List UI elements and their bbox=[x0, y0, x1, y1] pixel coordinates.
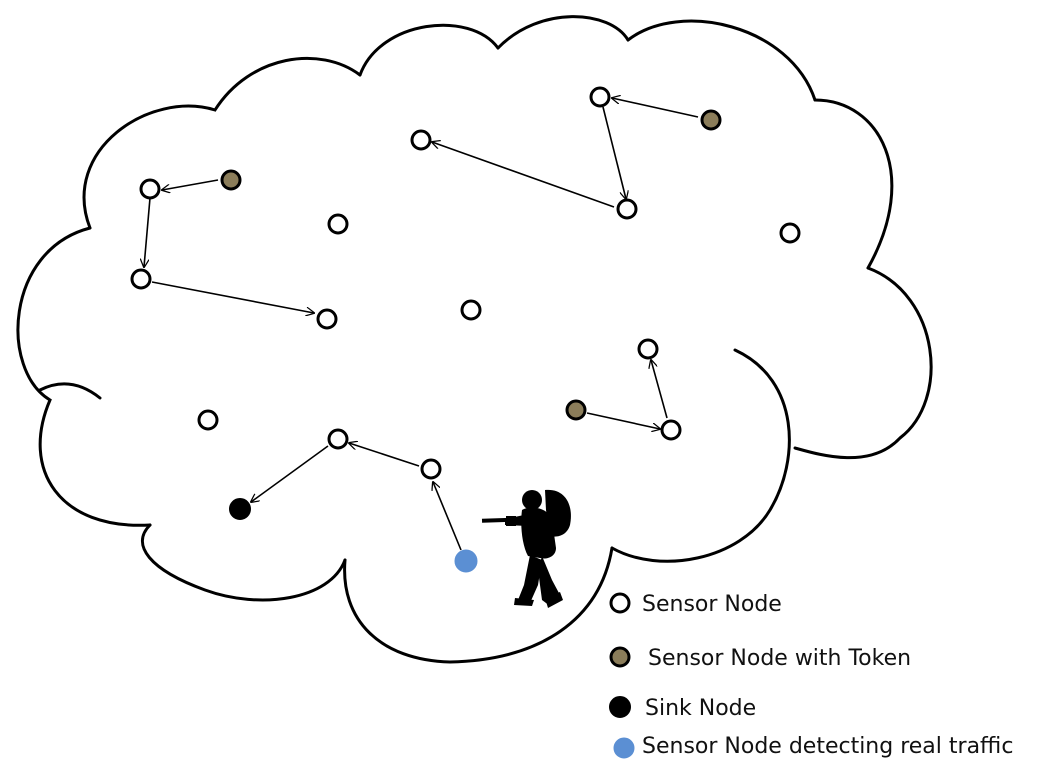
edge bbox=[433, 482, 462, 551]
legend-sensor-label: Sensor Node bbox=[642, 592, 782, 617]
edge bbox=[349, 443, 420, 467]
sensor-node bbox=[197, 409, 219, 431]
legend-detecting-label: Sensor Node detecting real traffic bbox=[642, 734, 1013, 759]
sensor-node bbox=[420, 458, 442, 480]
edge bbox=[432, 142, 615, 208]
edge bbox=[586, 412, 660, 429]
edge bbox=[602, 106, 626, 199]
edge bbox=[162, 179, 219, 190]
legend-sink-swatch bbox=[609, 696, 631, 718]
sensor-node bbox=[327, 428, 349, 450]
sensor-node bbox=[660, 419, 682, 441]
legend-detecting-swatch bbox=[613, 737, 635, 759]
token-node bbox=[220, 169, 242, 191]
sensor-node bbox=[139, 178, 161, 200]
legend-token-label: Sensor Node with Token bbox=[648, 646, 911, 671]
detecting-node bbox=[454, 549, 478, 573]
sensor-node bbox=[637, 338, 659, 360]
edge bbox=[651, 360, 668, 419]
token-node bbox=[565, 399, 587, 421]
sensor-node bbox=[589, 86, 611, 108]
sensor-node bbox=[130, 268, 152, 290]
edge bbox=[612, 98, 699, 118]
edge bbox=[151, 281, 314, 313]
cloud-icon bbox=[16, 15, 933, 664]
nodes bbox=[130, 86, 801, 573]
legend-sensor-swatch bbox=[609, 592, 631, 614]
sensor-node bbox=[616, 198, 638, 220]
legend-sink-label: Sink Node bbox=[645, 696, 756, 721]
edge bbox=[144, 197, 151, 267]
sensor-node bbox=[327, 213, 349, 235]
sensor-node bbox=[460, 299, 482, 321]
soldier-silhouette-icon bbox=[481, 489, 571, 608]
sensor-node bbox=[410, 129, 432, 151]
sensor-node bbox=[779, 222, 801, 244]
edge bbox=[251, 445, 329, 502]
sensor-node bbox=[316, 308, 338, 330]
legend-token-swatch bbox=[609, 646, 631, 668]
token-node bbox=[700, 109, 722, 131]
routing-edges bbox=[144, 98, 699, 551]
sink-node bbox=[229, 498, 251, 520]
legend: Sensor Node Sensor Node with Token Sink … bbox=[609, 592, 1013, 759]
